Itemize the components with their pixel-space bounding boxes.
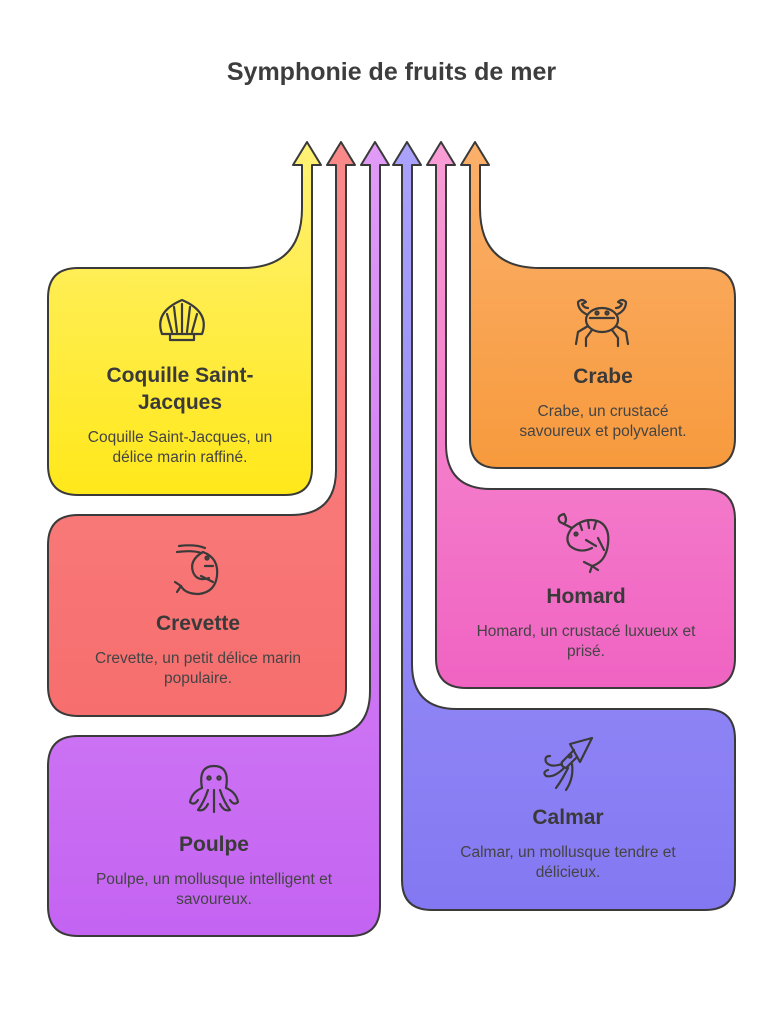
card-poulpe-description: Poulpe, un mollusque intelligent et savo…: [95, 871, 333, 908]
diagram-title: Symphonie de fruits de mer: [226, 58, 557, 86]
card-crabe-text: Crabe Crabe, un crustacé savoureux et po…: [490, 363, 716, 442]
card-homard-description: Homard, un crustacé luxueux et prisé.: [476, 623, 696, 660]
card-crevette-shape: [47, 141, 356, 717]
card-coquille-description: Coquille Saint-Jacques, un délice marin …: [87, 429, 273, 466]
card-crevette-title: Crevette: [155, 612, 241, 635]
card-calmar-title: Calmar: [532, 806, 604, 829]
squid-icon: [536, 732, 600, 796]
card-calmar-text: Calmar Calmar, un mollusque tendre et dé…: [430, 804, 706, 883]
scallop-shell-icon: [150, 290, 214, 354]
card-calmar-shape: [392, 141, 736, 911]
shrimp-icon: [165, 538, 229, 602]
card-poulpe-shape: [47, 141, 390, 937]
card-coquille-title: Coquille Saint-Jacques: [106, 364, 254, 414]
card-coquille-text: Coquille Saint-Jacques Coquille Saint-Ja…: [66, 362, 294, 468]
card-poulpe-text: Poulpe Poulpe, un mollusque intelligent …: [66, 831, 362, 910]
crab-icon: [570, 290, 634, 354]
card-coquille-shape: [47, 141, 322, 496]
card-crabe-description: Crabe, un crustacé savoureux et polyvale…: [519, 403, 687, 440]
card-homard-shape: [426, 141, 736, 689]
octopus-icon: [182, 758, 246, 822]
card-crevette-text: Crevette Crevette, un petit délice marin…: [66, 610, 330, 689]
card-homard-title: Homard: [546, 585, 626, 608]
card-crabe-title: Crabe: [573, 365, 633, 388]
card-poulpe-title: Poulpe: [178, 833, 249, 856]
lobster-icon: [552, 510, 616, 574]
card-crevette-description: Crevette, un petit délice marin populair…: [95, 650, 301, 687]
card-calmar-description: Calmar, un mollusque tendre et délicieux…: [460, 844, 676, 881]
card-crabe-shape: [460, 141, 736, 469]
card-homard-text: Homard Homard, un crustacé luxueux et pr…: [460, 583, 712, 662]
